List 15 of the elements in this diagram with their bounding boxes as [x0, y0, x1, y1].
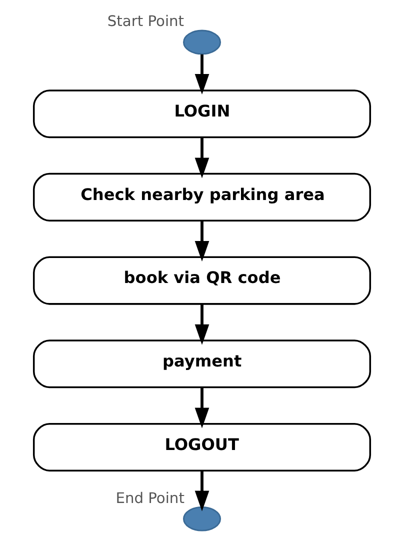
node-box: payment	[32, 340, 372, 388]
arrow	[194, 304, 210, 345]
node-label: End Point	[116, 490, 184, 507]
node-circle	[183, 30, 221, 55]
node-box: LOGOUT	[32, 422, 372, 472]
arrow	[194, 137, 210, 178]
arrow	[194, 470, 210, 512]
arrow	[194, 220, 210, 262]
node-box: LOGIN	[32, 90, 372, 138]
node-box: Check nearby parking area	[32, 172, 372, 222]
arrow	[194, 387, 210, 428]
arrow	[194, 54, 210, 94]
node-circle	[183, 506, 221, 532]
node-box: book via QR code	[32, 256, 372, 305]
node-label: Start Point	[107, 13, 184, 30]
